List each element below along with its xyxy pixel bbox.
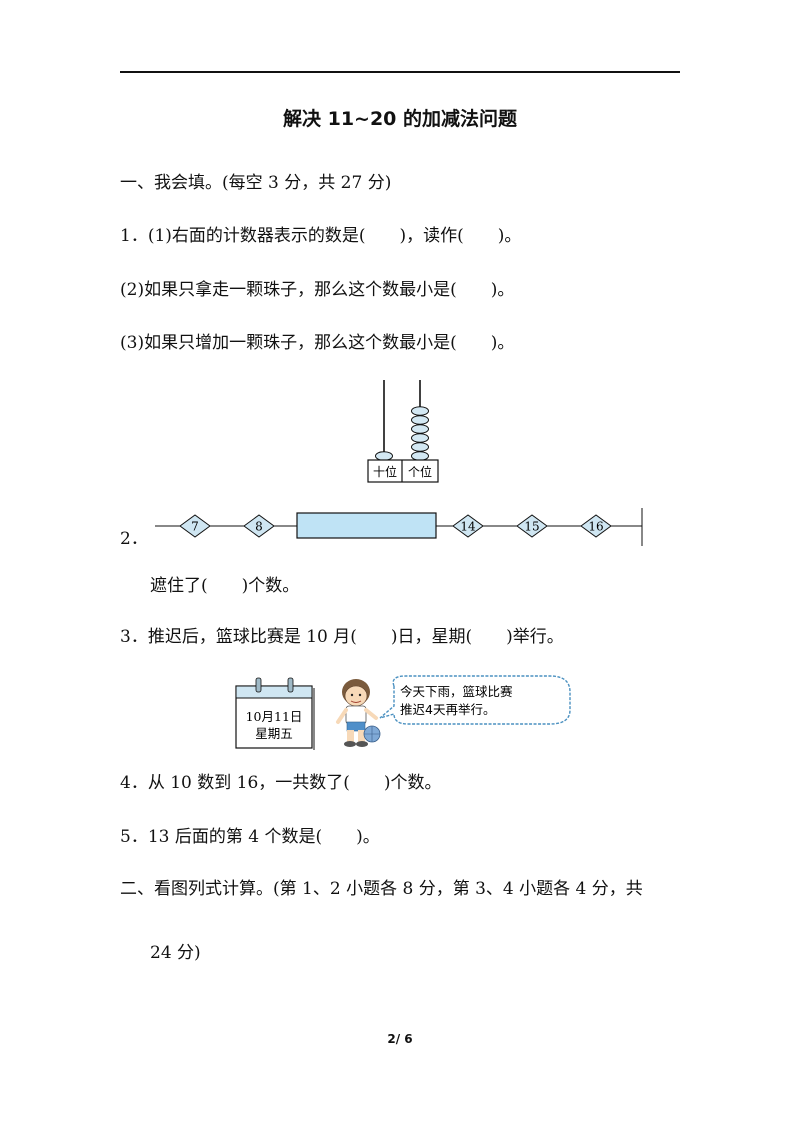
question-1-1: 1．(1)右面的计数器表示的数是( )，读作( )。	[120, 226, 522, 246]
question-1-2: (2)如果只拿走一颗珠子，那么这个数最小是( )。	[120, 280, 515, 300]
svg-text:7: 7	[191, 520, 199, 534]
calendar-date: 10月11日	[246, 709, 303, 724]
diamond-8: 8	[243, 514, 275, 538]
abacus-bead	[411, 451, 429, 461]
diamond-14: 14	[452, 514, 484, 538]
abacus-bead	[411, 415, 429, 425]
question-3: 3．推迟后，篮球比赛是 10 月( )日，星期( )举行。	[120, 627, 564, 647]
abacus-base	[367, 459, 439, 483]
abacus-bead	[411, 406, 429, 416]
tens-label: 十位	[373, 464, 397, 479]
diamond-16: 16	[580, 514, 612, 538]
svg-text:14: 14	[460, 520, 476, 534]
speech-bubble: 今天下雨，篮球比赛 推迟4天再举行。	[379, 675, 571, 725]
ones-beads	[411, 406, 429, 461]
diamond-15: 15	[516, 514, 548, 538]
abacus-bead	[411, 442, 429, 452]
covered-block	[296, 512, 437, 539]
section-1-heading: 一、我会填。(每空 3 分，共 27 分)	[120, 173, 392, 193]
question-2-number: 2．	[120, 529, 148, 549]
svg-text:15: 15	[524, 520, 539, 534]
tens-beads	[375, 451, 393, 461]
svg-text:8: 8	[255, 520, 263, 534]
section-2-heading-cont: 24 分)	[150, 943, 201, 963]
abacus-bead	[375, 451, 393, 461]
abacus-bead	[411, 424, 429, 434]
question-4: 4．从 10 数到 16，一共数了( )个数。	[120, 773, 442, 793]
number-line-figure: 7 8 14 15 16	[155, 508, 643, 546]
calendar-icon: 10月11日 星期五	[235, 677, 315, 750]
bubble-line-1: 今天下雨，篮球比赛	[400, 684, 513, 699]
calendar-weekday: 星期五	[255, 726, 293, 741]
abacus-figure: 十位 个位	[367, 380, 439, 483]
svg-text:16: 16	[588, 520, 603, 534]
question-2-text: 遮住了( )个数。	[150, 576, 300, 596]
abacus-bead	[411, 433, 429, 443]
calendar-scene: 10月11日 星期五 今天下雨，篮球比赛 推迟4天再举行。	[235, 675, 571, 750]
top-rule	[120, 71, 680, 73]
question-5: 5．13 后面的第 4 个数是( )。	[120, 827, 380, 847]
page-number: 2/ 6	[387, 1032, 413, 1046]
section-2-heading: 二、看图列式计算。(第 1、2 小题各 8 分，第 3、4 小题各 4 分，共	[120, 879, 643, 899]
diamond-7: 7	[179, 514, 211, 538]
question-1-3: (3)如果只增加一颗珠子，那么这个数最小是( )。	[120, 333, 515, 353]
bubble-line-2: 推迟4天再举行。	[400, 702, 495, 717]
boy-illustration	[336, 679, 381, 747]
ones-label: 个位	[408, 464, 432, 479]
page-title: 解决 11~20 的加减法问题	[282, 108, 518, 130]
